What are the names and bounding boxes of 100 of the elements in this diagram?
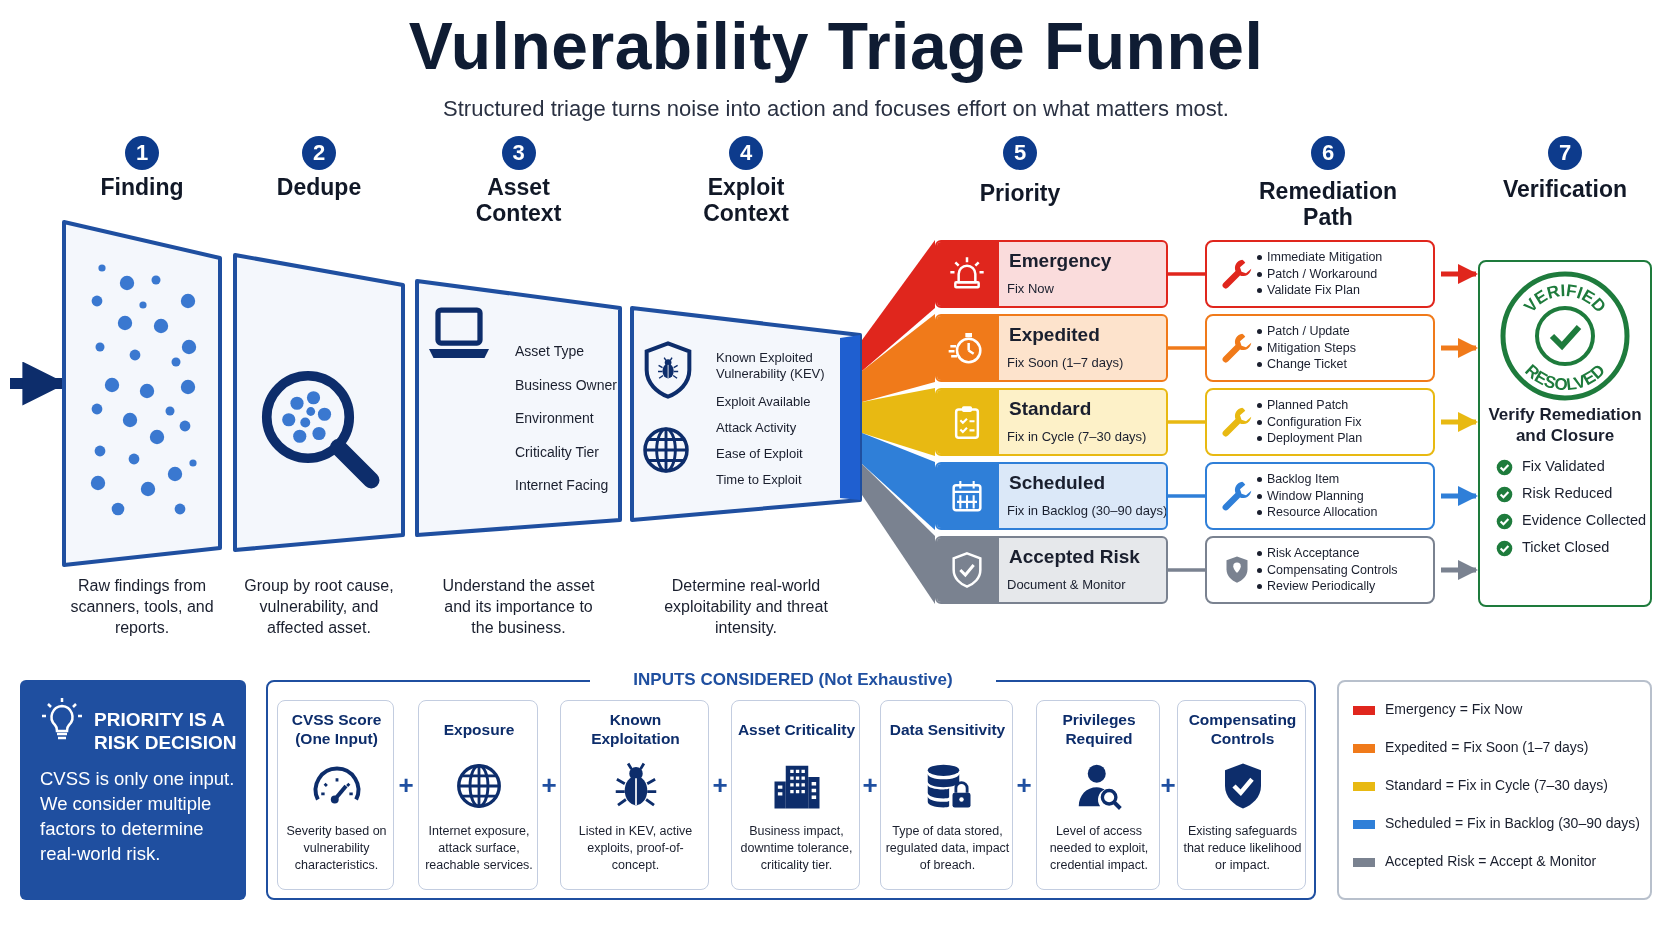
legend-text: Accepted Risk = Accept & Monitor [1385, 853, 1597, 869]
legend-text: Expedited = Fix Soon (1–7 days) [1385, 739, 1589, 755]
list-item: Backlog Item [1267, 471, 1341, 488]
priority-target: Document & Monitor [1007, 577, 1126, 592]
checklist-item: Risk Reduced [1522, 485, 1613, 501]
checklist-item: Fix Validated [1522, 458, 1605, 474]
stage-heading: Asset Context [474, 174, 563, 226]
card-title: CVSS Score (One Input) [290, 710, 383, 749]
checklist-item: Ticket Closed [1522, 539, 1610, 555]
arrow [1441, 338, 1478, 358]
input-card [1036, 700, 1160, 890]
list-item: Internet Facing [515, 477, 609, 494]
priority-name: Scheduled [1009, 472, 1106, 494]
priority-box [935, 536, 1168, 604]
callout-box [20, 680, 246, 900]
input-card [277, 700, 394, 890]
connector-line [1168, 346, 1205, 350]
card-description: Severity based on vulnerability characteristics. [285, 823, 388, 874]
card-description: Business impact, downtime tolerance, criticality tier. [739, 823, 854, 874]
priority-box [935, 388, 1168, 456]
stage-heading: Verification [1502, 176, 1628, 202]
list-item: Review Periodically [1267, 578, 1377, 595]
list-item: Time to Exploit [716, 472, 803, 488]
arrow [1441, 412, 1478, 432]
stamp-text: VERIFIED [1520, 280, 1610, 317]
plus-sign: + [711, 770, 729, 800]
list-item: Patch / Workaround [1267, 265, 1379, 283]
remediation-box [1205, 314, 1435, 382]
stamp-text: RESOLVED [1521, 360, 1609, 395]
priority-target: Fix in Backlog (30–90 days) [1007, 503, 1166, 518]
priority-target: Fix Now [1007, 281, 1054, 296]
connector-line [1168, 568, 1205, 572]
stage-heading: Exploit Context [702, 174, 790, 226]
legend-text: Emergency = Fix Now [1385, 701, 1523, 717]
list-item: Window Planning [1267, 487, 1365, 505]
priority-name: Emergency [1009, 250, 1112, 272]
arrow [1441, 264, 1478, 284]
funnel-band [862, 464, 935, 604]
list-item: Configuration Fix [1267, 413, 1363, 431]
list-item: Compensating Controls [1267, 561, 1398, 579]
card-title: Privileges Required [1061, 710, 1137, 749]
list-item: Validate Fix Plan [1267, 282, 1361, 299]
legend-text: Scheduled = Fix in Backlog (30–90 days) [1385, 815, 1640, 831]
list-item: Patch / Update [1267, 323, 1351, 340]
description-text: Raw findings from scanners, tools, and reports. [69, 576, 215, 638]
list-item: Ease of Exploit [716, 446, 804, 462]
input-card [418, 700, 538, 890]
card-description: Internet exposure, attack surface, reachable services. [424, 823, 534, 874]
priority-box [935, 462, 1168, 530]
priority-target: Fix Soon (1–7 days) [1007, 355, 1124, 370]
list-item: Resource Allocation [1267, 504, 1378, 521]
card-title: Known Exploitation [590, 710, 681, 749]
description-text: Group by root cause, vulnerability, and affected asset. [243, 576, 395, 638]
remediation-box [1205, 462, 1435, 530]
frame-title: INPUTS CONSIDERED (Not Exhaustive) [590, 670, 996, 690]
legend-text: Standard = Fix in Cycle (7–30 days) [1385, 777, 1608, 793]
plus-sign: + [1015, 770, 1033, 800]
plus-sign: + [540, 770, 558, 800]
remediation-box [1205, 536, 1435, 604]
input-card [1177, 700, 1306, 890]
description-text: Determine real-world exploitability and threat intensity. [663, 576, 829, 638]
funnel-band [862, 240, 935, 371]
list-item: Business Owner [515, 377, 617, 394]
card-description: Existing safeguards that reduce likelihood or impact. [1182, 823, 1303, 874]
card-title: Asset Criticality [736, 719, 857, 740]
priority-box [935, 240, 1168, 308]
callout-heading: PRIORITY IS A RISK DECISION [94, 708, 238, 754]
priority-target: Fix in Cycle (7–30 days) [1007, 429, 1147, 444]
remediation-box [1205, 388, 1435, 456]
arrow [1441, 486, 1478, 506]
funnel-band [862, 314, 935, 402]
list-item: Attack Activity [716, 420, 798, 436]
list-item: Planned Patch [1267, 397, 1350, 414]
verification-heading: Verify Remediation and Closure [1487, 404, 1643, 446]
priority-name: Accepted Risk [1009, 546, 1140, 568]
list-item: Change Ticket [1267, 356, 1348, 373]
list-item: Immediate Mitigation [1267, 249, 1383, 266]
funnel-band [862, 433, 935, 530]
list-item: Deployment Plan [1267, 430, 1363, 447]
priority-name: Standard [1009, 398, 1092, 420]
column-heading: Remediation Path [1258, 178, 1398, 230]
list-item: Environment [515, 410, 594, 427]
connector-line [1168, 272, 1205, 276]
step-number: 4 [729, 136, 763, 170]
input-card [560, 700, 709, 890]
description-text: Understand the asset and its importance to the business. [441, 576, 596, 638]
arrow [1441, 560, 1478, 580]
list-item: Known Exploited Vulnerability (KEV) [716, 350, 826, 382]
list-item: Asset Type [515, 343, 584, 360]
stage-heading: Dedupe [275, 174, 363, 200]
priority-box [935, 314, 1168, 382]
priority-name: Expedited [1009, 324, 1100, 346]
connector-line [1168, 420, 1205, 424]
step-number: 6 [1311, 136, 1345, 170]
title: Vulnerability Triage Funnel [407, 8, 1265, 84]
list-item: Criticality Tier [515, 444, 599, 461]
card-description: Type of data stored, regulated data, impact of breach. [885, 823, 1010, 874]
card-description: Listed in KEV, active exploits, proof-of-concept. [577, 823, 694, 874]
input-card [880, 700, 1013, 890]
step-number: 5 [1003, 136, 1037, 170]
